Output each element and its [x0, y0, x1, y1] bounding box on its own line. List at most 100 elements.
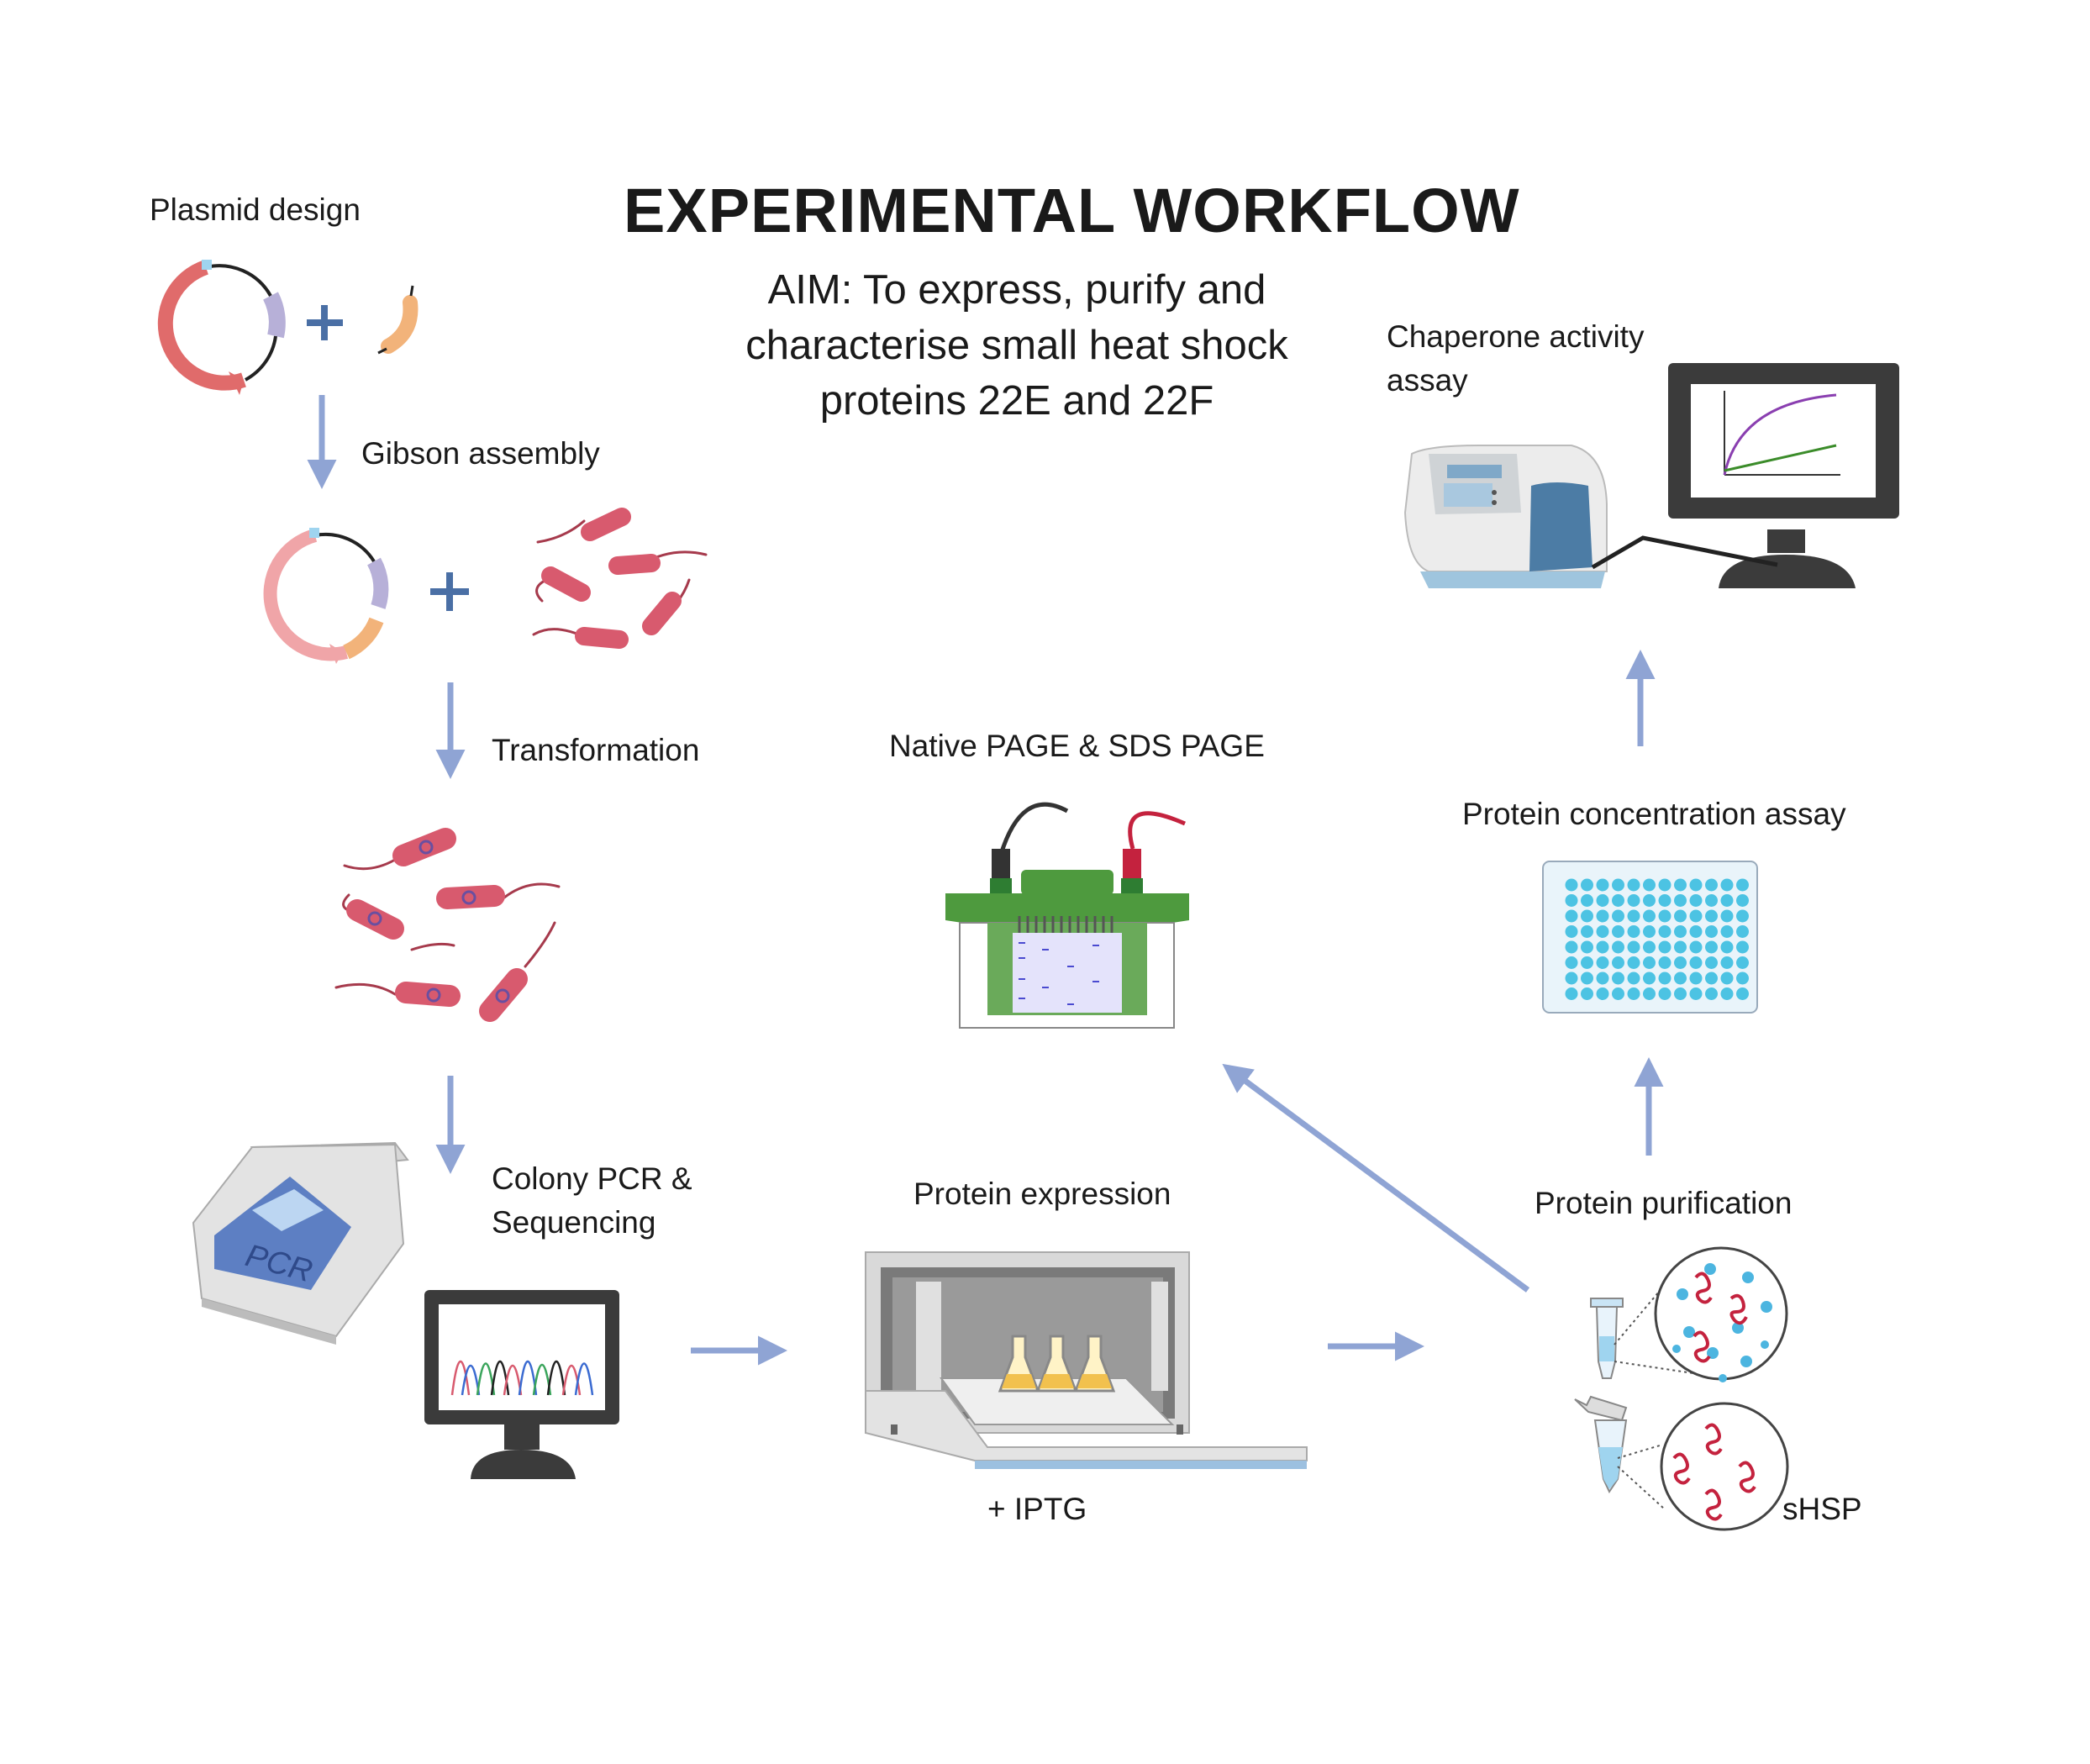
label-native-page: Native PAGE & SDS PAGE — [889, 729, 1265, 763]
plate-well — [1565, 925, 1578, 938]
plate-well — [1674, 878, 1687, 892]
pure-shsp-circle-icon — [1660, 1402, 1789, 1531]
label-plasmid-design: Plasmid design — [150, 192, 361, 227]
label-sequencing: Sequencing — [492, 1205, 656, 1240]
plate-well — [1565, 909, 1578, 923]
plate-well — [1736, 878, 1749, 892]
plate-well — [1596, 925, 1609, 938]
plate-well — [1565, 894, 1578, 907]
flow-arrows — [307, 395, 1664, 1366]
plate-well — [1658, 878, 1671, 892]
plate-well — [1581, 972, 1593, 985]
plate-well — [1705, 972, 1718, 985]
plate-well — [1736, 925, 1749, 938]
plate-well — [1643, 878, 1656, 892]
pcr-machine-icon: PCR — [192, 1141, 409, 1345]
plate-well — [1705, 987, 1718, 1000]
plate-well — [1705, 940, 1718, 954]
plate-well — [1674, 940, 1687, 954]
plate-well — [1720, 956, 1734, 969]
purification-column-icon — [1574, 1298, 1628, 1494]
plate-well — [1596, 972, 1609, 985]
plate-well — [1612, 894, 1624, 907]
aim-statement: AIM: To express, purify and characterise… — [723, 262, 1311, 429]
page-title: EXPERIMENTAL WORKFLOW — [624, 176, 1520, 245]
plate-well — [1705, 878, 1718, 892]
label-iptg: + IPTG — [987, 1492, 1087, 1526]
plate-well — [1643, 909, 1656, 923]
plate-well — [1565, 956, 1578, 969]
plate-well — [1689, 987, 1703, 1000]
plate-well — [1612, 878, 1624, 892]
96-well-plate-icon — [1542, 861, 1758, 1014]
plate-well — [1627, 894, 1640, 907]
plate-well — [1581, 925, 1593, 938]
plate-well — [1689, 878, 1703, 892]
plate-well — [1596, 940, 1609, 954]
plate-well — [1643, 956, 1656, 969]
plate-well — [1720, 878, 1734, 892]
plate-well — [1658, 956, 1671, 969]
label-chaperone-assay: assay — [1387, 363, 1468, 398]
plate-well — [1627, 972, 1640, 985]
arrow-purification-to-page — [1222, 1063, 1530, 1293]
plate-well — [1736, 940, 1749, 954]
plate-well — [1643, 894, 1656, 907]
gene-insert-icon — [377, 285, 419, 355]
plate-well — [1674, 987, 1687, 1000]
plate-well — [1581, 909, 1593, 923]
plate-well — [1581, 956, 1593, 969]
plate-well — [1565, 987, 1578, 1000]
plate-well — [1720, 909, 1734, 923]
plate-well — [1612, 956, 1624, 969]
plate-well — [1705, 894, 1718, 907]
plate-well — [1581, 940, 1593, 954]
plasmid-icon — [157, 260, 286, 395]
plate-well — [1581, 878, 1593, 892]
plate-well — [1643, 940, 1656, 954]
plus-icon — [307, 305, 343, 340]
plate-well — [1627, 956, 1640, 969]
plate-well — [1596, 909, 1609, 923]
assembled-plasmid-icon — [263, 528, 389, 664]
plate-well — [1674, 925, 1687, 938]
plate-well — [1627, 987, 1640, 1000]
plate-well — [1720, 987, 1734, 1000]
plate-well — [1627, 909, 1640, 923]
plate-well — [1689, 925, 1703, 938]
plate-well — [1720, 925, 1734, 938]
plate-well — [1674, 972, 1687, 985]
plate-well — [1674, 909, 1687, 923]
label-colony-pcr: Colony PCR & — [492, 1161, 692, 1196]
label-shsp: sHSP — [1782, 1492, 1862, 1526]
plate-well — [1643, 987, 1656, 1000]
plate-well — [1736, 894, 1749, 907]
label-gibson-assembly: Gibson assembly — [361, 436, 600, 471]
plate-well — [1612, 972, 1624, 985]
plate-well — [1736, 972, 1749, 985]
plate-well — [1643, 925, 1656, 938]
plate-well — [1705, 956, 1718, 969]
plate-well — [1565, 878, 1578, 892]
plate-well — [1689, 909, 1703, 923]
incubator-shaker-icon — [865, 1251, 1308, 1469]
plate-well — [1565, 972, 1578, 985]
mixed-proteins-circle-icon — [1654, 1246, 1788, 1382]
plate-well — [1658, 940, 1671, 954]
label-chaperone-activity: Chaperone activity — [1387, 319, 1645, 354]
plate-well — [1720, 940, 1734, 954]
bacteria-cluster-icon — [532, 508, 708, 649]
plate-well — [1674, 894, 1687, 907]
plate-well — [1596, 956, 1609, 969]
label-protein-expression: Protein expression — [913, 1177, 1171, 1211]
label-protein-concentration: Protein concentration assay — [1462, 797, 1846, 831]
plate-well — [1596, 894, 1609, 907]
plate-well — [1674, 956, 1687, 969]
plate-well — [1581, 987, 1593, 1000]
analysis-monitor-icon — [1591, 363, 1899, 588]
label-protein-purification: Protein purification — [1535, 1186, 1793, 1220]
plate-well — [1627, 925, 1640, 938]
plate-well — [1581, 894, 1593, 907]
plate-well — [1612, 925, 1624, 938]
